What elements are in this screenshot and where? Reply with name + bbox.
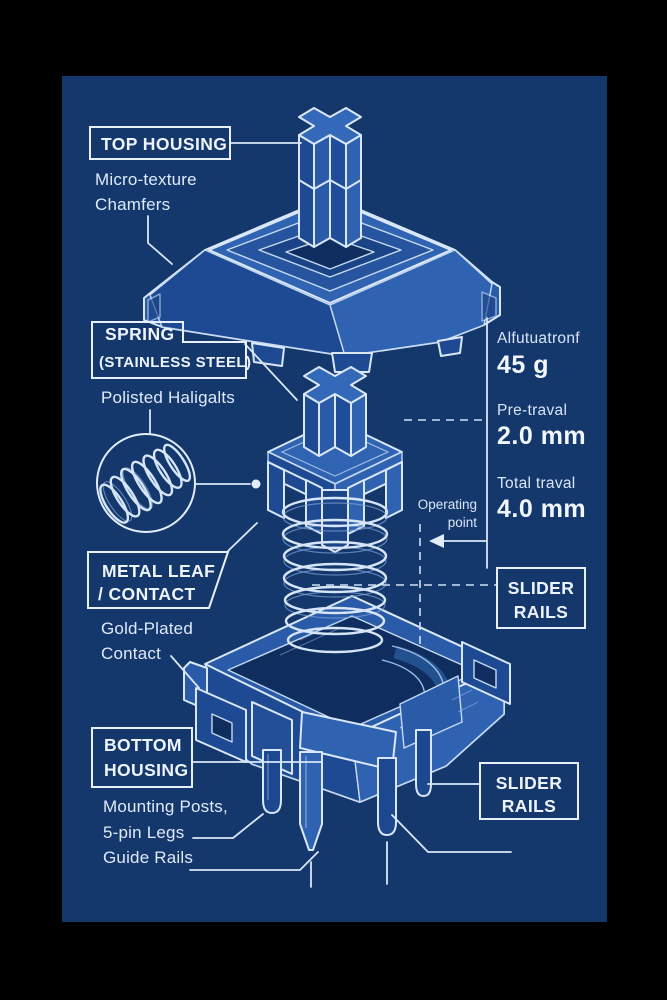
operating-point-label: Operating point [418, 497, 478, 530]
top-housing-note-1: Micro-texture [95, 170, 197, 189]
leader-chamfers [147, 215, 173, 265]
travel-guides [312, 317, 496, 650]
bottom-housing-drawing [183, 595, 511, 888]
metal-leaf-note-1: Gold-Plated [101, 619, 193, 638]
top-housing-title: TOP HOUSING [101, 134, 227, 154]
label-box-metal-leaf [87, 551, 230, 609]
label-box-slider-rails-lower [479, 762, 579, 820]
spring-detail-inset [96, 433, 261, 533]
bottom-housing-note-3: Guide Rails [103, 848, 193, 867]
spring-title-2: (STAINLESS STEEL) [99, 354, 251, 371]
label-box-bottom-housing [91, 727, 193, 788]
label-spring: SPRING (STAINLESS STEEL) Polisted Haliga… [91, 321, 251, 407]
leader-spring-box [244, 343, 298, 401]
pin-right [377, 757, 397, 836]
spec-force-label: Alfutuatronf [497, 330, 580, 347]
label-box-spring [91, 321, 247, 379]
operating-point-2: point [448, 515, 478, 530]
mounting-pin-left [262, 749, 282, 814]
spec-pretravel-value: 2.0 mm [497, 422, 586, 450]
leader-5pin-legs [192, 813, 264, 839]
inset-leader-dot [251, 479, 261, 489]
slider-stem-drawing [267, 366, 403, 553]
bottom-housing-note-2: 5-pin Legs [103, 823, 184, 842]
spec-force-value: 45 g [497, 351, 549, 379]
label-box-top-housing [89, 126, 231, 160]
slider-rails-upper-2: RAILS [514, 602, 569, 622]
leader-gold-contact [170, 655, 200, 689]
slider-rails-lower-2: RAILS [502, 796, 557, 816]
leader-guide-rails [189, 851, 319, 871]
spec-totaltravel-label: Total traval [497, 475, 576, 492]
leader-lines [147, 142, 512, 871]
metal-leaf-title-2: / CONTACT [98, 584, 196, 604]
bottom-housing-title-2: HOUSING [104, 760, 188, 780]
label-metal-leaf: METAL LEAF / CONTACT Gold-Plated Contact [87, 551, 230, 663]
metal-leaf-title-1: METAL LEAF [102, 561, 215, 581]
slider-rails-upper-1: SLIDER [508, 578, 575, 598]
bottom-housing-title-1: BOTTOM [104, 735, 182, 755]
label-top-housing: TOP HOUSING Micro-texture Chamfers [89, 126, 231, 214]
spring-title-1: SPRING [105, 324, 175, 344]
spec-column: Alfutuatronf 45 g Pre-traval 2.0 mm Tota… [497, 330, 586, 523]
top-housing-drawing [143, 179, 501, 373]
spring-note: Polisted Haligalts [101, 388, 235, 407]
label-bottom-housing: BOTTOM HOUSING Mounting Posts, 5-pin Leg… [91, 727, 228, 867]
label-slider-rails-lower: SLIDER RAILS [479, 762, 579, 820]
operating-point-1: Operating [418, 497, 477, 512]
label-slider-rails-upper: SLIDER RAILS [496, 567, 586, 629]
center-pin-pointed [299, 751, 323, 851]
leader-metal-leaf [227, 522, 258, 552]
top-housing-note-2: Chamfers [95, 195, 170, 214]
spec-pretravel-label: Pre-traval [497, 402, 567, 419]
spring-coil-drawing [281, 496, 389, 654]
metal-leaf-note-2: Contact [101, 644, 161, 663]
label-box-slider-rails-upper [496, 567, 586, 629]
leader-slider-rails-diagonal [391, 814, 512, 853]
pin-far-right [415, 729, 432, 797]
spec-totaltravel-value: 4.0 mm [497, 495, 586, 523]
slider-rails-lower-1: SLIDER [496, 773, 563, 793]
arrow-operating-point [429, 534, 488, 548]
bottom-housing-note-1: Mounting Posts, [103, 797, 228, 816]
